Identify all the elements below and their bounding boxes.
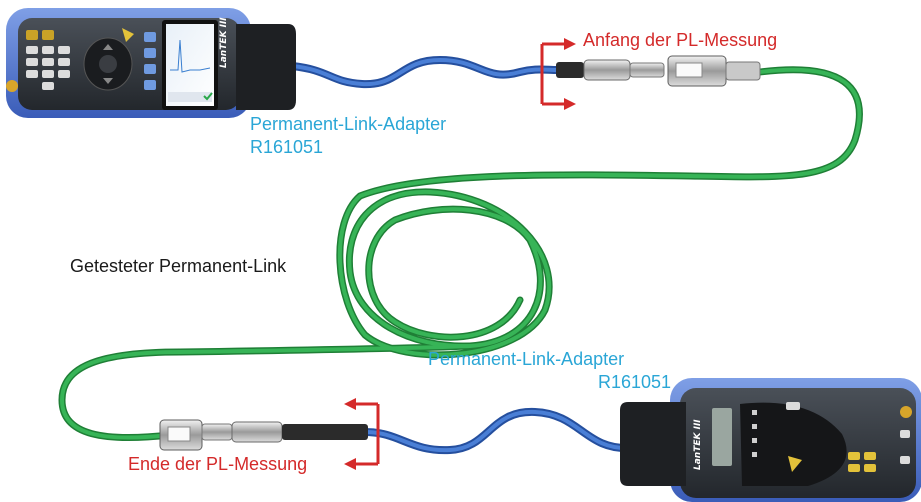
start-marker-bracket	[540, 38, 576, 110]
adapter-plug-bottom	[201, 421, 368, 443]
tested-link-label: Getesteter Permanent-Link	[70, 256, 287, 276]
adapter-head-bottom	[620, 402, 686, 486]
rj45-jack-top	[667, 55, 761, 87]
main-device-brand: LanTEK III	[219, 17, 229, 68]
adapter-cable-top	[288, 55, 562, 89]
remote-side-key	[900, 430, 910, 438]
adapter-top-id-label: R161051	[250, 137, 324, 157]
adapter-bottom-label: Permanent-Link-Adapter	[428, 349, 625, 369]
main-tester-device: LanTEK III	[6, 8, 296, 118]
remote-soft-key	[848, 452, 860, 460]
start-measurement-label: Anfang der PL-Messung	[583, 30, 778, 50]
remote-key	[786, 402, 800, 410]
remote-device-brand: LanTEK III	[693, 419, 703, 470]
end-marker-bracket	[344, 398, 380, 470]
navigation-pad	[83, 37, 133, 91]
remote-display	[712, 408, 732, 466]
adapter-head-top	[236, 24, 296, 110]
remote-leds	[752, 410, 757, 457]
power-icon	[6, 80, 18, 92]
adapter-cable-bottom	[361, 407, 634, 455]
adapter-plug-top	[556, 59, 665, 81]
device-screen	[162, 20, 218, 110]
remote-soft-key	[864, 464, 876, 472]
remote-soft-key	[848, 464, 860, 472]
adapter-bottom-id-label: R161051	[598, 372, 672, 392]
end-measurement-label: Ende der PL-Messung	[128, 454, 308, 474]
remote-tester-device: LanTEK III	[620, 378, 921, 502]
adapter-top-label: Permanent-Link-Adapter	[250, 114, 447, 134]
rj45-jack-bottom	[159, 419, 203, 451]
yellow-key	[122, 28, 134, 42]
soft-keys	[144, 32, 156, 90]
keypad	[26, 30, 70, 90]
permanent-link-cable	[58, 66, 863, 442]
remote-side-key	[900, 456, 910, 464]
remote-soft-key	[864, 452, 876, 460]
remote-panel	[740, 402, 847, 486]
remote-power-icon	[900, 406, 912, 418]
remote-yellow-key	[788, 456, 802, 472]
